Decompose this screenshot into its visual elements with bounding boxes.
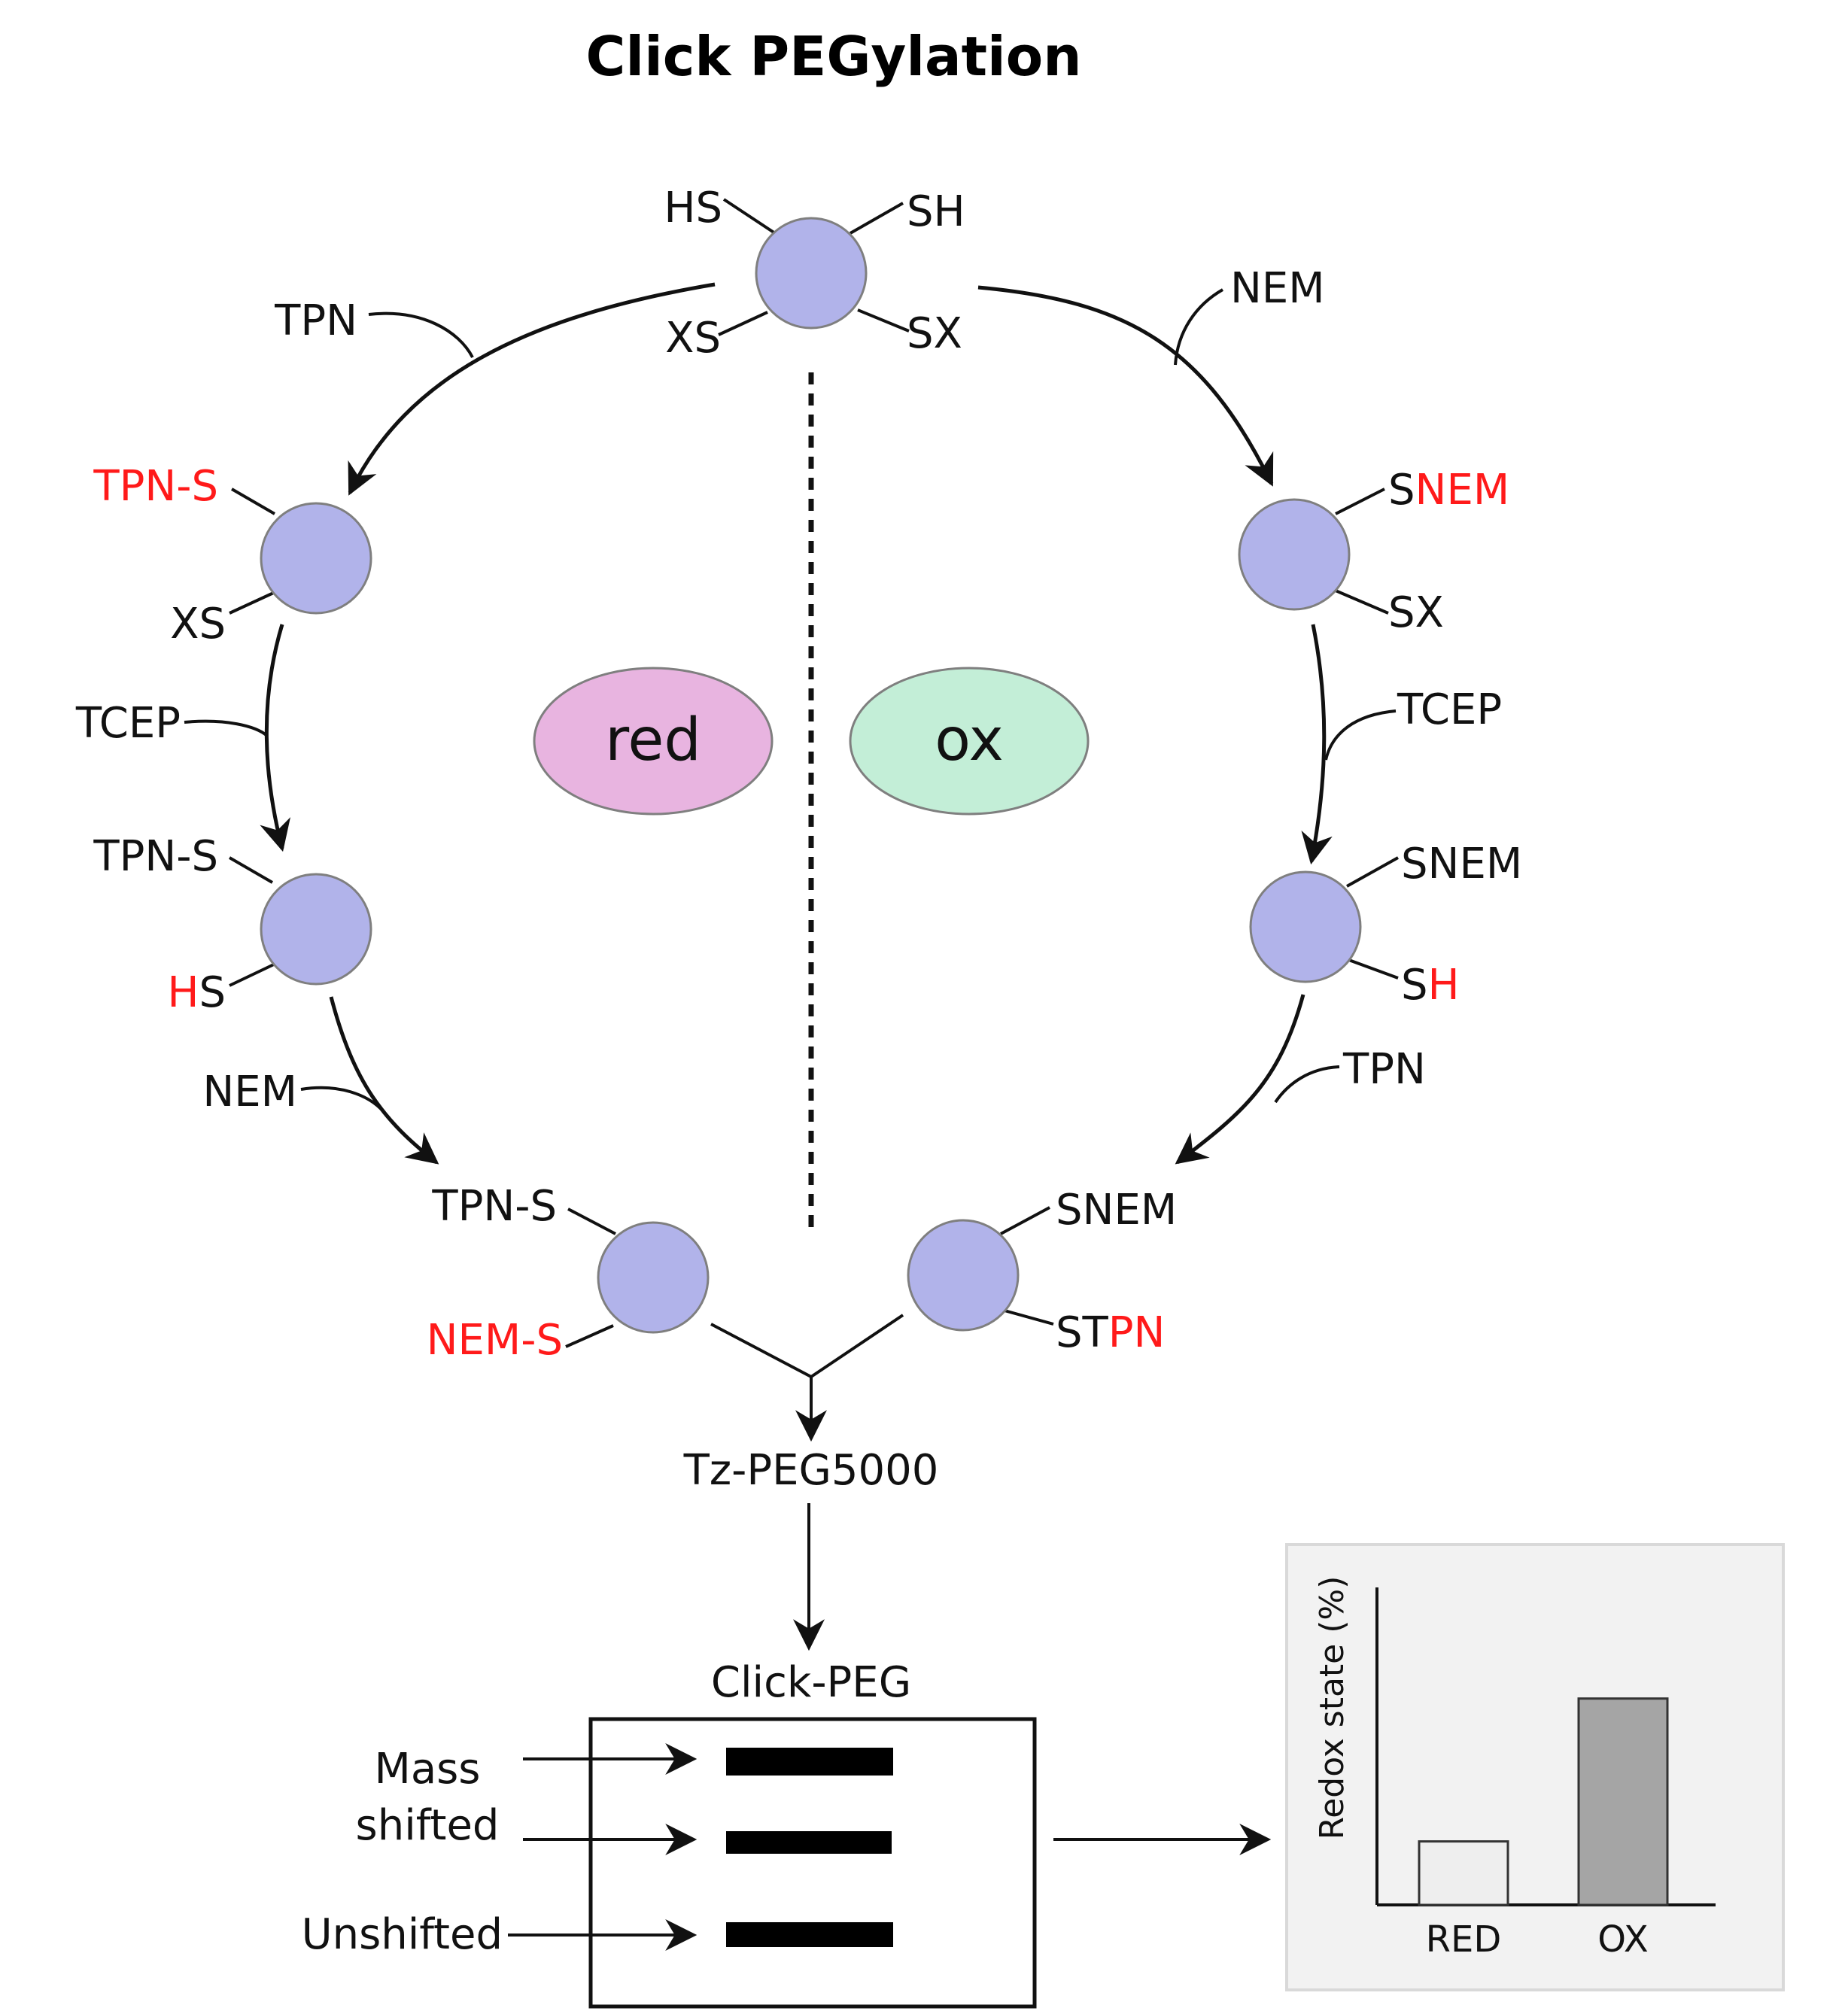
bond-sh bbox=[850, 202, 904, 235]
bond-hs bbox=[722, 198, 777, 235]
bond-r2-upper bbox=[1346, 856, 1399, 888]
gel-band-middle bbox=[726, 1831, 892, 1854]
label-r1-upper-black: S bbox=[1388, 466, 1415, 515]
label-r1-upper-red: NEM bbox=[1415, 466, 1510, 515]
label-sh: SH bbox=[907, 187, 965, 236]
label-l2-lower-red: H bbox=[167, 968, 199, 1017]
ox-state: ox bbox=[849, 667, 1090, 816]
reagent-curve-tpn-right bbox=[1274, 1065, 1340, 1104]
arc-left-3 bbox=[329, 996, 439, 1165]
bond-r1-lower bbox=[1335, 589, 1389, 615]
left-protein-2: TPN-S HS bbox=[93, 832, 372, 1017]
label-l1-lower: XS bbox=[170, 600, 226, 649]
diagram-title: Click PEGylation bbox=[586, 25, 1082, 88]
bond-xs bbox=[718, 311, 768, 336]
protein-circle bbox=[260, 873, 372, 986]
reagent-tcep-left: TCEP bbox=[75, 699, 181, 748]
bond-r1-upper bbox=[1335, 488, 1385, 515]
left-protein-1: TPN-S XS bbox=[93, 462, 372, 649]
label-l3-upper: TPN-S bbox=[431, 1182, 557, 1231]
arc-right-3 bbox=[1175, 994, 1305, 1165]
bond-l3-lower bbox=[565, 1324, 614, 1348]
reagent-nem-left: NEM bbox=[202, 1068, 297, 1116]
chart-y-label: Redox state (%) bbox=[1313, 1576, 1351, 1840]
gel-band-bottom bbox=[726, 1922, 893, 1947]
right-protein-1: SNEM SX bbox=[1238, 466, 1509, 637]
arc-left-2 bbox=[260, 624, 291, 852]
label-r2-lower-black: S bbox=[1401, 961, 1428, 1010]
bond-sx bbox=[857, 308, 910, 333]
chart-tick-ox: OX bbox=[1597, 1918, 1649, 1961]
protein-circle bbox=[755, 217, 868, 330]
merge-line-left bbox=[710, 1323, 812, 1378]
red-state: red bbox=[533, 667, 774, 816]
chart-tick-red: RED bbox=[1426, 1918, 1502, 1961]
protein-circle bbox=[1238, 498, 1351, 611]
right-protein-2: SNEM SH bbox=[1249, 840, 1522, 1010]
bond-r2-lower bbox=[1346, 958, 1399, 980]
top-protein: HS SH XS SX bbox=[664, 184, 965, 363]
label-r1-lower: SX bbox=[1388, 588, 1444, 637]
reagent-tpn-right: TPN bbox=[1342, 1045, 1426, 1094]
bond-l2-upper bbox=[228, 856, 274, 884]
label-mass-line1: Mass bbox=[375, 1745, 481, 1794]
label-l3-lower: NEM-S bbox=[427, 1316, 563, 1365]
redox-bar-chart: RED OX Redox state (%) bbox=[1313, 1576, 1716, 1961]
arc-right-2 bbox=[1301, 624, 1333, 865]
label-r3-lower: STPN bbox=[1056, 1308, 1165, 1357]
bond-l1-upper bbox=[230, 488, 276, 515]
chart-bar-red bbox=[1418, 1840, 1509, 1906]
reagent-curve-tcep-right bbox=[1324, 709, 1397, 761]
label-hs: HS bbox=[664, 184, 722, 232]
reagent-curve-tcep-left bbox=[184, 719, 269, 737]
gel-title: Click-PEG bbox=[711, 1658, 911, 1707]
chart-bar-ox bbox=[1577, 1697, 1669, 1906]
protein-circle bbox=[907, 1219, 1020, 1332]
protein-circle bbox=[260, 502, 372, 615]
bond-r3-lower bbox=[1004, 1309, 1054, 1326]
label-l2-upper: TPN-S bbox=[93, 832, 218, 881]
arc-top-right bbox=[977, 285, 1274, 487]
label-r3-lower-red: PN bbox=[1108, 1308, 1166, 1357]
merge-reagent-label: Tz-PEG5000 bbox=[683, 1446, 939, 1495]
reagent-nem-right: NEM bbox=[1230, 264, 1325, 313]
reagent-tpn-left: TPN bbox=[274, 296, 357, 345]
bond-l2-lower bbox=[229, 961, 278, 987]
label-l2-lower-black: S bbox=[199, 968, 226, 1017]
label-r2-lower: SH bbox=[1401, 961, 1460, 1010]
chart-panel bbox=[1285, 1543, 1785, 1991]
label-r3-upper: SNEM bbox=[1056, 1186, 1177, 1235]
gel-band-top bbox=[726, 1748, 893, 1776]
label-unshifted: Unshifted bbox=[302, 1910, 503, 1959]
bond-l1-lower bbox=[229, 589, 279, 615]
reagent-curve-nem-left bbox=[300, 1086, 385, 1113]
reagent-tcep-right: TCEP bbox=[1397, 685, 1502, 734]
ox-state-label: ox bbox=[935, 706, 1003, 774]
label-l2-lower: HS bbox=[167, 968, 226, 1017]
protein-circle bbox=[597, 1221, 710, 1334]
reagent-curve-tpn-left bbox=[368, 311, 474, 358]
label-r3-lower-black: ST bbox=[1056, 1308, 1109, 1357]
protein-circle bbox=[1249, 870, 1362, 983]
ox-state-oval bbox=[849, 667, 1090, 816]
label-l1-upper: TPN-S bbox=[93, 462, 218, 511]
red-state-label: red bbox=[605, 706, 701, 774]
label-r2-lower-red: H bbox=[1428, 961, 1460, 1010]
label-r2-upper: SNEM bbox=[1401, 840, 1522, 889]
label-mass-line2: shifted bbox=[356, 1801, 500, 1850]
merge-line-right bbox=[810, 1314, 904, 1378]
right-protein-3: SNEM STPN bbox=[907, 1186, 1177, 1357]
label-r1-upper: SNEM bbox=[1388, 466, 1509, 515]
reagent-curve-nem-right bbox=[1174, 288, 1223, 366]
red-state-oval bbox=[533, 667, 774, 816]
bond-l3-upper bbox=[567, 1207, 616, 1235]
label-sx: SX bbox=[907, 309, 962, 358]
label-xs: XS bbox=[665, 314, 721, 363]
left-protein-3: TPN-S NEM-S bbox=[427, 1182, 710, 1365]
arc-top-left bbox=[348, 282, 716, 496]
bond-r3-upper bbox=[1000, 1206, 1050, 1235]
